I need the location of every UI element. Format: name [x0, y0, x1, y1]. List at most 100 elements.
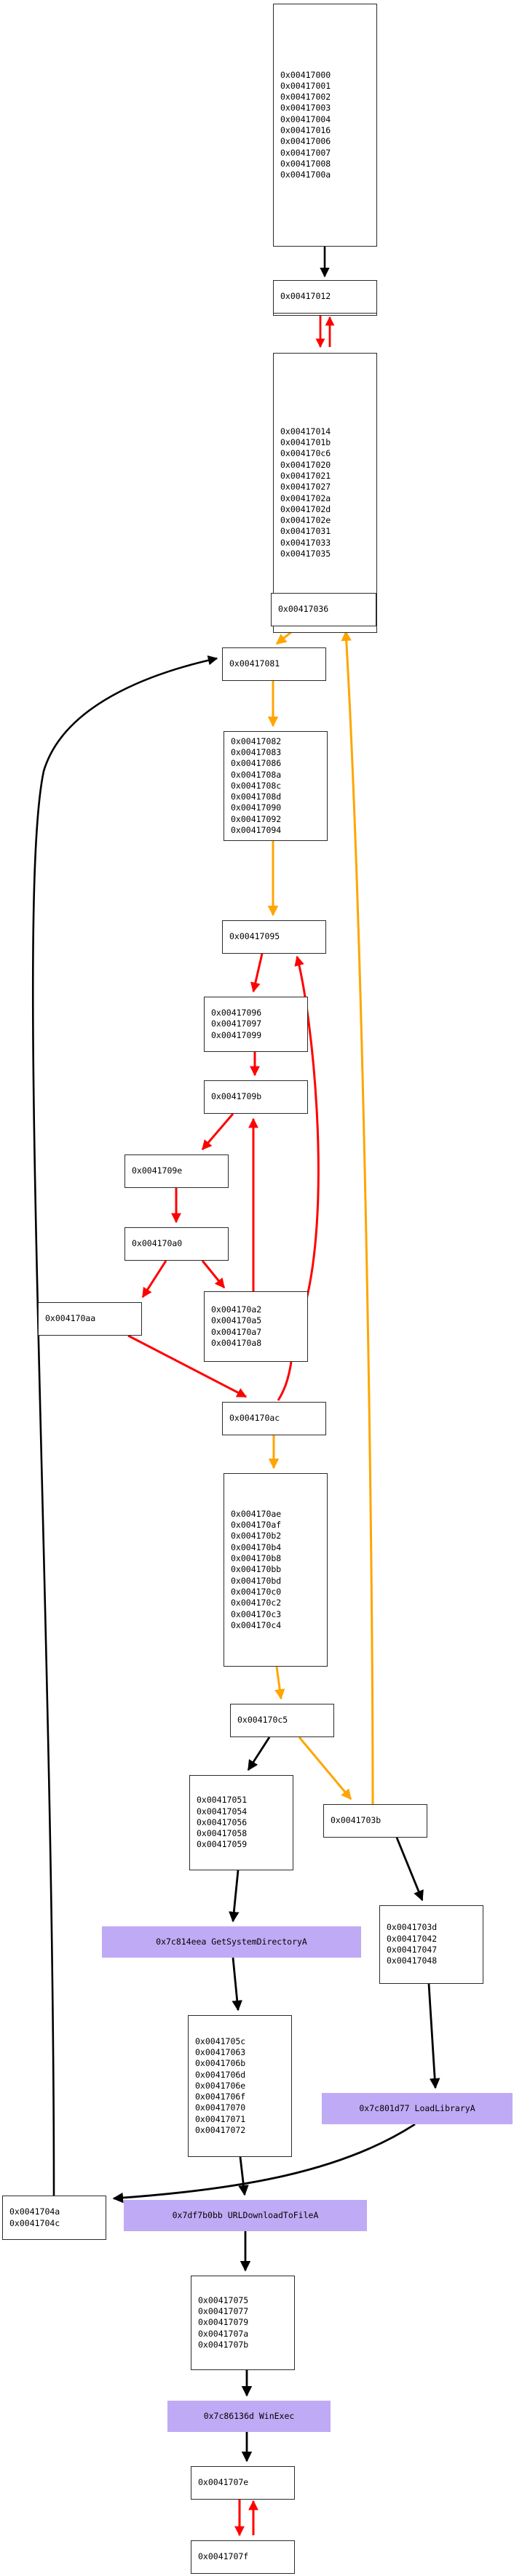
- instruction-address: 0x00417021: [280, 470, 331, 481]
- basic-block-node[interactable]: 0x0041703b: [323, 1804, 427, 1838]
- basic-block-node[interactable]: 0x00417095: [222, 920, 326, 954]
- instruction-address: 0x00417035: [280, 548, 331, 559]
- instruction-address: 0x0041709e: [132, 1165, 183, 1176]
- instruction-address: 0x00417016: [280, 125, 331, 135]
- api-call-node[interactable]: 0x7df7b0bb URLDownloadToFileA: [124, 2200, 367, 2231]
- instruction-address: 0x0041703b: [331, 1815, 381, 1826]
- instruction-address: 0x00417099: [211, 1029, 262, 1040]
- edge-n17-n18: [247, 1736, 271, 1771]
- instruction-address: 0x00417056: [197, 1817, 248, 1827]
- basic-block-node[interactable]: 0x00417036: [271, 593, 376, 626]
- instruction-address: 0x00417082: [231, 735, 282, 746]
- basic-block-node[interactable]: 0x00417081: [222, 647, 326, 681]
- instruction-address: 0x00417006: [280, 136, 331, 147]
- instruction-address: 0x004170af: [231, 1520, 282, 1531]
- instruction-address: 0x004170aa: [45, 1313, 96, 1324]
- instruction-address: 0x004170c5: [237, 1715, 288, 1726]
- instruction-address: 0x004170bb: [231, 1564, 282, 1575]
- api-label: 0x7c814eea GetSystemDirectoryA: [156, 1937, 307, 1947]
- basic-block-node[interactable]: 0x0041707f: [191, 2540, 295, 2574]
- instruction-address: 0x00417058: [197, 1828, 248, 1839]
- instruction-address: 0x0041707e: [198, 2477, 249, 2488]
- edge-n20-n22: [232, 1957, 242, 2011]
- edge-n10-n11: [201, 1113, 234, 1151]
- edge-n24-n6: [31, 655, 218, 2196]
- basic-block-node[interactable]: 0x0041709e: [124, 1155, 229, 1188]
- instruction-address: 0x00417072: [195, 2125, 246, 2136]
- instruction-address: 0x00417075: [198, 2294, 249, 2305]
- instruction-address: 0x00417042: [387, 1933, 438, 1944]
- api-call-node[interactable]: 0x7c86136d WinExec: [167, 2401, 331, 2432]
- basic-block-node[interactable]: 0x004170c5: [230, 1704, 334, 1737]
- instruction-address: 0x0041702d: [280, 503, 331, 514]
- instruction-address: 0x0041704a: [9, 2206, 60, 2217]
- edge-n12-n13: [141, 1260, 167, 1299]
- instruction-address: 0x00417000: [280, 69, 331, 80]
- instruction-address: 0x0041706e: [195, 2080, 246, 2091]
- instruction-address: 0x00417033: [280, 537, 331, 548]
- instruction-address: 0x00417063: [195, 2046, 246, 2057]
- instruction-address: 0x00417059: [197, 1839, 248, 1850]
- instruction-address: 0x00417027: [280, 482, 331, 493]
- api-label: 0x7c86136d WinExec: [203, 2411, 295, 2421]
- instruction-address: 0x004170a2: [211, 1304, 262, 1315]
- instruction-address: 0x00417047: [387, 1945, 438, 1955]
- basic-block-node[interactable]: 0x004170a0: [124, 1227, 229, 1261]
- instruction-address: 0x004170b4: [231, 1542, 282, 1552]
- instruction-address: 0x00417086: [231, 758, 282, 769]
- instruction-address: 0x0041706b: [195, 2058, 246, 2069]
- edge-n8-n9: [250, 953, 264, 993]
- instruction-address: 0x004170a8: [211, 1337, 262, 1348]
- instruction-address: 0x00417077: [198, 2306, 249, 2317]
- instruction-address: 0x00417092: [231, 813, 282, 824]
- instruction-address: 0x00417095: [229, 931, 280, 942]
- instruction-address: 0x00417079: [198, 2317, 249, 2328]
- instruction-address: 0x00417031: [280, 526, 331, 537]
- api-call-node[interactable]: 0x7c801d77 LoadLibraryA: [322, 2093, 513, 2124]
- basic-block-node[interactable]: 0x0041709b: [204, 1080, 308, 1114]
- instruction-address: 0x00417003: [280, 103, 331, 113]
- instruction-address: 0x0041704c: [9, 2217, 60, 2228]
- instruction-address: 0x0041703d: [387, 1922, 438, 1933]
- basic-block-node[interactable]: 0x004170aa: [38, 1302, 142, 1336]
- instruction-address: 0x00417007: [280, 147, 331, 158]
- api-call-node[interactable]: 0x7c814eea GetSystemDirectoryA: [102, 1926, 361, 1958]
- basic-block-node[interactable]: 0x0041707e: [191, 2466, 295, 2500]
- instruction-address: 0x0041708a: [231, 769, 282, 780]
- instruction-address: 0x00417036: [278, 604, 329, 615]
- instruction-address: 0x00417054: [197, 1806, 248, 1817]
- instruction-address: 0x004170a0: [132, 1238, 183, 1249]
- instruction-address: 0x0041708c: [231, 780, 282, 791]
- instruction-address: 0x0041701b: [280, 437, 331, 448]
- instruction-address: 0x0041705c: [195, 2035, 246, 2046]
- instruction-address: 0x004170c0: [231, 1586, 282, 1597]
- edge-n21-n23: [427, 1983, 440, 2089]
- instruction-address: 0x0041707a: [198, 2328, 249, 2339]
- instruction-address: 0x00417002: [280, 92, 331, 103]
- instruction-address: 0x00417071: [195, 2113, 246, 2124]
- instruction-address: 0x00417008: [280, 158, 331, 169]
- instruction-address: 0x00417051: [197, 1795, 248, 1806]
- instruction-address: 0x004170ac: [229, 1413, 280, 1424]
- instruction-address: 0x0041708d: [231, 791, 282, 802]
- edge-n22-n25: [238, 2156, 249, 2196]
- basic-block-node[interactable]: 0x00417012: [273, 280, 377, 314]
- edge-n18-n20: [229, 1870, 240, 1923]
- instruction-address: 0x0041707b: [198, 2339, 249, 2350]
- instruction-address: 0x00417014: [280, 426, 331, 436]
- instruction-address: 0x00417090: [231, 802, 282, 813]
- basic-block-node[interactable]: 0x004170ac: [222, 1402, 326, 1435]
- instruction-address: 0x00417001: [280, 80, 331, 91]
